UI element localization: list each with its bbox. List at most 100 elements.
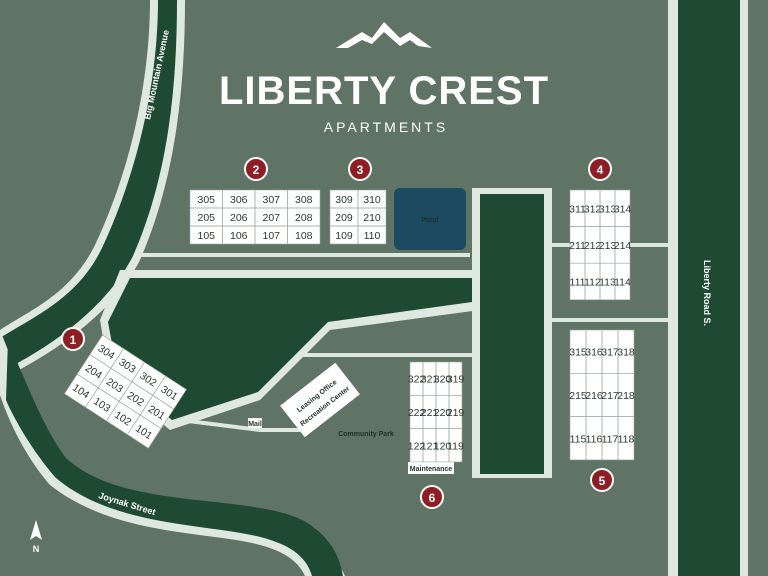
unit-number[interactable]: 210 <box>363 212 381 224</box>
unit-number[interactable]: 309 <box>335 194 353 206</box>
brand-logo: LIBERTY CREST APARTMENTS <box>219 22 549 135</box>
brand-subtitle: APARTMENTS <box>324 119 448 135</box>
compass-label: N <box>33 544 40 554</box>
unit-number[interactable]: 213 <box>599 240 617 252</box>
svg-text:5: 5 <box>599 474 606 488</box>
brand-name: LIBERTY CREST <box>219 69 549 113</box>
unit-cell <box>287 225 321 245</box>
unit-number[interactable]: 115 <box>570 433 587 445</box>
unit-number[interactable]: 212 <box>584 240 602 252</box>
unit-number[interactable]: 221 <box>421 407 439 419</box>
unit-number[interactable]: 109 <box>335 230 353 242</box>
building-4-marker[interactable]: 4 <box>588 157 612 181</box>
unit-number[interactable]: 311 <box>569 203 586 215</box>
liberty-road-label: Liberty Road S. <box>702 260 712 326</box>
svg-text:6: 6 <box>429 491 436 505</box>
parking-lot <box>100 188 552 478</box>
unit-number[interactable]: 106 <box>230 230 248 242</box>
unit-number[interactable]: 219 <box>447 407 465 419</box>
unit-cell <box>614 262 631 301</box>
unit-cell <box>357 225 387 245</box>
maintenance-label: Maintenance <box>410 466 453 473</box>
unit-number[interactable]: 107 <box>262 230 280 242</box>
pond-label: Pond <box>421 217 439 224</box>
building-5-marker[interactable]: 5 <box>590 468 614 492</box>
svg-text:3: 3 <box>357 163 364 177</box>
building-2[interactable]: 305 306 307 308 205 206 207 208 105 106 107 108 <box>189 189 321 245</box>
unit-number[interactable]: 211 <box>569 240 586 252</box>
building-2-marker[interactable]: 2 <box>244 157 268 181</box>
unit-number[interactable]: 120 <box>434 440 452 452</box>
unit-number[interactable]: 116 <box>586 433 603 445</box>
unit-number[interactable]: 214 <box>614 240 632 252</box>
unit-number[interactable]: 220 <box>434 407 452 419</box>
svg-text:1: 1 <box>70 333 77 347</box>
unit-number[interactable]: 305 <box>197 194 215 206</box>
big-mountain-avenue <box>0 0 185 380</box>
unit-number[interactable]: 321 <box>421 374 439 386</box>
unit-number[interactable]: 206 <box>230 212 248 224</box>
unit-number[interactable]: 306 <box>230 194 248 206</box>
unit-number[interactable]: 315 <box>569 347 587 359</box>
mail-kiosk <box>248 418 262 428</box>
unit-number[interactable]: 314 <box>614 203 632 215</box>
unit-number[interactable]: 205 <box>197 212 215 224</box>
svg-text:2: 2 <box>253 163 260 177</box>
unit-number[interactable]: 216 <box>585 390 603 402</box>
unit-number[interactable]: 312 <box>584 203 602 215</box>
unit-cell <box>448 428 463 463</box>
unit-number[interactable]: 320 <box>434 374 452 386</box>
unit-number[interactable]: 117 <box>602 433 619 445</box>
unit-number[interactable]: 215 <box>569 390 587 402</box>
unit-number[interactable]: 119 <box>447 440 464 452</box>
building-1-marker[interactable]: 1 <box>61 327 85 351</box>
recreation-center: Leasing Office Recreation Center <box>280 362 360 438</box>
unit-number[interactable]: 122 <box>408 440 426 452</box>
unit-number[interactable]: 318 <box>617 347 635 359</box>
unit-number[interactable]: 111 <box>570 277 586 289</box>
unit-number[interactable]: 113 <box>599 277 616 289</box>
unit-cell <box>126 414 162 449</box>
unit-number[interactable]: 310 <box>363 194 381 206</box>
unit-number[interactable]: 207 <box>262 212 280 224</box>
unit-number[interactable]: 121 <box>421 440 439 452</box>
unit-cell <box>617 416 635 461</box>
unit-number[interactable]: 307 <box>262 194 280 206</box>
building-3[interactable]: 309 310 209 210 109 110 <box>329 189 387 245</box>
building-6-marker[interactable]: 6 <box>420 485 444 509</box>
community-park-label: Community Park <box>338 431 394 438</box>
mountain-logo-icon <box>336 22 432 48</box>
unit-number[interactable]: 308 <box>295 194 313 206</box>
unit-number[interactable]: 112 <box>584 277 601 289</box>
unit-number[interactable]: 317 <box>601 347 619 359</box>
svg-text:4: 4 <box>597 163 604 177</box>
unit-number[interactable]: 319 <box>447 374 465 386</box>
north-compass: N <box>30 520 42 554</box>
unit-number[interactable]: 313 <box>599 203 617 215</box>
mail-label: Mail <box>248 421 262 428</box>
north-arrow-icon <box>30 520 42 540</box>
unit-number[interactable]: 105 <box>197 230 215 242</box>
unit-number[interactable]: 218 <box>617 390 635 402</box>
building-markers: 1 2 3 4 5 6 <box>61 157 614 509</box>
unit-number[interactable]: 108 <box>295 230 313 242</box>
joynak-street <box>0 330 345 576</box>
unit-number[interactable]: 222 <box>408 407 426 419</box>
building-3-marker[interactable]: 3 <box>348 157 372 181</box>
liberty-road <box>668 0 748 576</box>
pond <box>394 188 466 250</box>
unit-number[interactable]: 316 <box>585 347 603 359</box>
unit-number[interactable]: 208 <box>295 212 313 224</box>
unit-number[interactable]: 118 <box>618 433 635 445</box>
unit-number[interactable]: 209 <box>335 212 353 224</box>
unit-number[interactable]: 110 <box>364 230 381 242</box>
maintenance-building <box>408 462 454 474</box>
unit-number[interactable]: 217 <box>601 390 619 402</box>
unit-number[interactable]: 114 <box>614 277 631 289</box>
unit-number[interactable]: 322 <box>408 374 426 386</box>
